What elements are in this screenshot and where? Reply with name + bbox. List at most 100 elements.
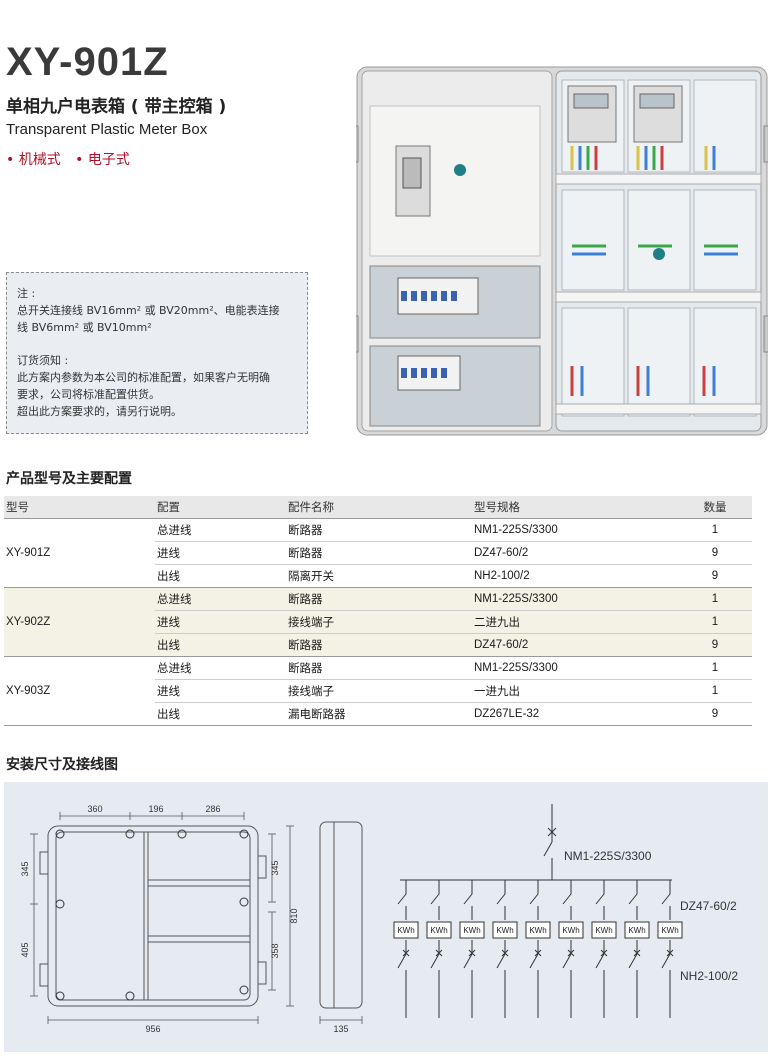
spec-cell: NM1-225S/3300	[472, 587, 678, 611]
dim-right-3: 358	[270, 943, 280, 958]
dim-top-2: 196	[148, 804, 163, 814]
order-line-3: 超出此方案要求的，请另行说明。	[17, 405, 182, 418]
spec-table: 型号 配置 配件名称 型号规格 数量 XY-901Z 总进线 断路器 NM1-2…	[4, 496, 752, 726]
kwh-meter	[459, 921, 485, 939]
product-title-en: Transparent Plastic Meter Box	[6, 121, 208, 138]
branch-line	[595, 880, 608, 1018]
spec-cell: 二进九出	[472, 610, 678, 634]
kwh-label: KWh	[496, 926, 513, 935]
order-heading: 订货须知 :	[17, 354, 69, 367]
model-cell: XY-903Z	[4, 656, 155, 726]
spec-cell: NM1-225S/3300	[472, 518, 678, 542]
kwh-label: KWh	[595, 926, 612, 935]
config-cell: 进线	[155, 541, 286, 565]
dim-top-3: 286	[205, 804, 220, 814]
config-cell: 进线	[155, 610, 286, 634]
order-line-2: 要求，公司将标准配置供货。	[17, 388, 160, 401]
qty-cell: 1	[678, 679, 752, 703]
qty-cell: 1	[678, 587, 752, 611]
model-cell: XY-902Z	[4, 587, 155, 657]
part-cell: 断路器	[286, 633, 472, 657]
branch-line	[661, 880, 674, 1018]
qty-cell: 9	[678, 702, 752, 726]
qty-cell: 1	[678, 656, 752, 680]
type-mechanical: • 机械式	[6, 152, 61, 168]
header-spec: 型号规格	[472, 496, 678, 519]
kwh-meter	[558, 921, 584, 939]
kwh-label: KWh	[397, 926, 414, 935]
header-part: 配件名称	[286, 496, 472, 519]
install-diagram-area	[4, 782, 768, 1052]
kwh-label: KWh	[529, 926, 546, 935]
kwh-label: KWh	[430, 926, 447, 935]
table-row: XY-902Z 总进线 断路器 NM1-225S/3300 1	[4, 587, 752, 657]
isolator-label: NH2-100/2	[680, 969, 738, 983]
install-section-title: 安装尺寸及接线图	[6, 757, 118, 773]
dim-right-2: 810	[289, 908, 299, 923]
header-qty: 数量	[678, 496, 752, 519]
branch-line	[397, 880, 410, 1018]
box-front-outline	[47, 825, 259, 1007]
branch-line	[496, 880, 509, 1018]
branch-line	[562, 880, 575, 1018]
order-line-1: 此方案内参数为本公司的标准配置，如果客户无明确	[17, 371, 270, 384]
part-cell: 漏电断路器	[286, 702, 472, 726]
qty-cell: 9	[678, 564, 752, 588]
type-electronic: • 电子式	[75, 152, 130, 168]
note-line-1: 总开关连接线 BV16mm² 或 BV20mm²、电能表连接	[17, 304, 280, 317]
spec-cell: NM1-225S/3300	[472, 656, 678, 680]
spec-header-row: 型号 配置 配件名称 型号规格 数量	[4, 496, 752, 519]
qty-cell: 9	[678, 541, 752, 565]
part-cell: 断路器	[286, 587, 472, 611]
spec-cell: NH2-100/2	[472, 564, 678, 588]
header-config: 配置	[155, 496, 286, 519]
part-cell: 隔离开关	[286, 564, 472, 588]
table-row: XY-903Z 总进线 断路器 NM1-225S/3300 1	[4, 656, 752, 726]
spec-cell: 一进九出	[472, 679, 678, 703]
header-model: 型号	[4, 496, 155, 519]
kwh-meter	[393, 921, 419, 939]
part-cell: 断路器	[286, 541, 472, 565]
table-row: 进线 接线端子 二进九出 1	[4, 610, 752, 634]
branch-line	[529, 880, 542, 1018]
meter-types: • 机械式 • 电子式	[6, 149, 140, 169]
part-cell: 接线端子	[286, 610, 472, 634]
product-model: XY-901Z	[6, 40, 169, 84]
note-heading: 注 :	[17, 287, 36, 300]
kwh-meter	[426, 921, 452, 939]
dim-top-1: 360	[87, 804, 102, 814]
branch-line	[463, 880, 476, 1018]
config-cell: 进线	[155, 679, 286, 703]
note-line-2: 线 BV6mm² 或 BV10mm²	[17, 321, 152, 334]
part-cell: 断路器	[286, 518, 472, 542]
config-cell: 总进线	[155, 518, 286, 542]
config-cell: 总进线	[155, 587, 286, 611]
kwh-label: KWh	[628, 926, 645, 935]
box-side-outline	[319, 821, 363, 1009]
table-row: 出线 断路器 DZ47-60/2 9	[4, 633, 752, 657]
dim-left-2: 405	[20, 942, 30, 957]
branch-breaker-label: DZ47-60/2	[680, 899, 737, 913]
qty-cell: 9	[678, 633, 752, 657]
table-row: 出线 隔离开关 NH2-100/2 9	[4, 564, 752, 588]
kwh-label: KWh	[463, 926, 480, 935]
kwh-label: KWh	[562, 926, 579, 935]
config-cell: 出线	[155, 702, 286, 726]
spec-section-title: 产品型号及主要配置	[6, 471, 132, 487]
install-diagram: 360 196 286 345 405 345 810 358 956 135 …	[20, 804, 738, 1034]
config-cell: 出线	[155, 564, 286, 588]
branch-line	[628, 880, 641, 1018]
qty-cell: 1	[678, 610, 752, 634]
spec-cell: DZ267LE-32	[472, 702, 678, 726]
product-photo	[356, 66, 768, 436]
dim-left-1: 345	[20, 861, 30, 876]
table-row: 进线 断路器 DZ47-60/2 9	[4, 541, 752, 565]
config-cell: 出线	[155, 633, 286, 657]
kwh-meter	[492, 921, 518, 939]
kwh-meter	[657, 921, 683, 939]
kwh-label: KWh	[661, 926, 678, 935]
part-cell: 断路器	[286, 656, 472, 680]
part-cell: 接线端子	[286, 679, 472, 703]
spec-cell: DZ47-60/2	[472, 633, 678, 657]
kwh-meter	[591, 921, 617, 939]
